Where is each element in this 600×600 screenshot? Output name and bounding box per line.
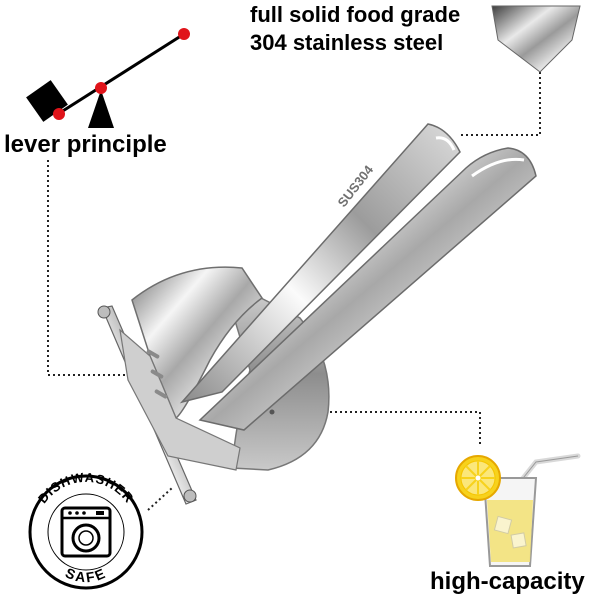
dishwasher-icon [60,506,112,558]
badge-bottom-text: SAFE [63,564,109,585]
connector-dishwasher [147,487,173,511]
steel-caption-line1: full solid food grade [250,2,461,27]
connector-steel [458,72,541,136]
lever-principle-label: lever principle [4,131,167,158]
connector-capacity [330,411,481,445]
high-capacity-label: high-capacity [430,568,585,595]
connector-lever [47,160,128,376]
steel-caption-line2: 304 stainless steel [250,30,444,55]
